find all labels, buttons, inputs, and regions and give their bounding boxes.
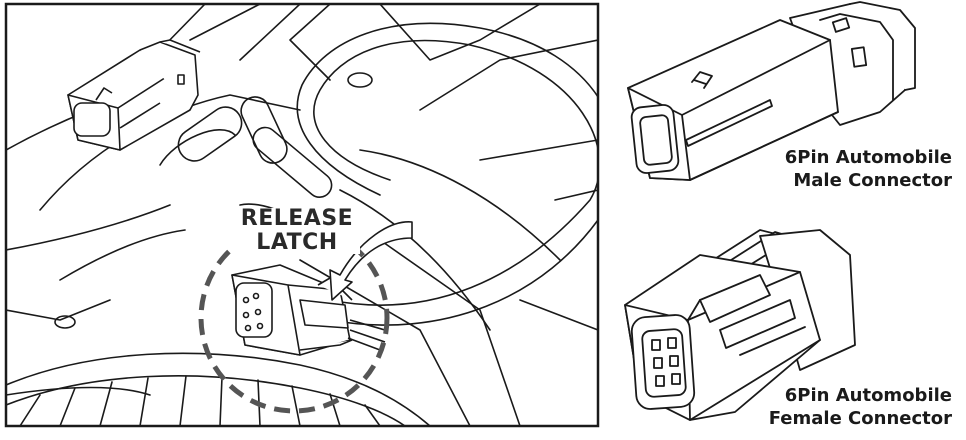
- female-caption-line1: 6Pin Automobile: [784, 385, 952, 406]
- female-connector-icon: [625, 230, 855, 420]
- release-latch-label: RELEASE LATCH: [234, 208, 360, 254]
- release-latch-line2: LATCH: [256, 230, 338, 255]
- scene-female-connector: [232, 265, 385, 355]
- female-caption-line2: Female Connector: [768, 408, 952, 430]
- male-caption-line2: Male Connector: [793, 170, 952, 192]
- curved-arrow-icon: [330, 222, 412, 300]
- release-latch-line1: RELEASE: [240, 206, 354, 231]
- male-connector-icon: [68, 40, 200, 150]
- male-connector-caption: 6Pin Automobile Male Connector: [732, 146, 952, 193]
- male-connector-icon: [628, 2, 915, 180]
- female-connector-caption: 6Pin Automobile Female Connector: [732, 384, 952, 431]
- vehicle-scene: [6, 4, 617, 426]
- male-caption-line1: 6Pin Automobile: [784, 147, 952, 168]
- scene-frame: [6, 4, 598, 426]
